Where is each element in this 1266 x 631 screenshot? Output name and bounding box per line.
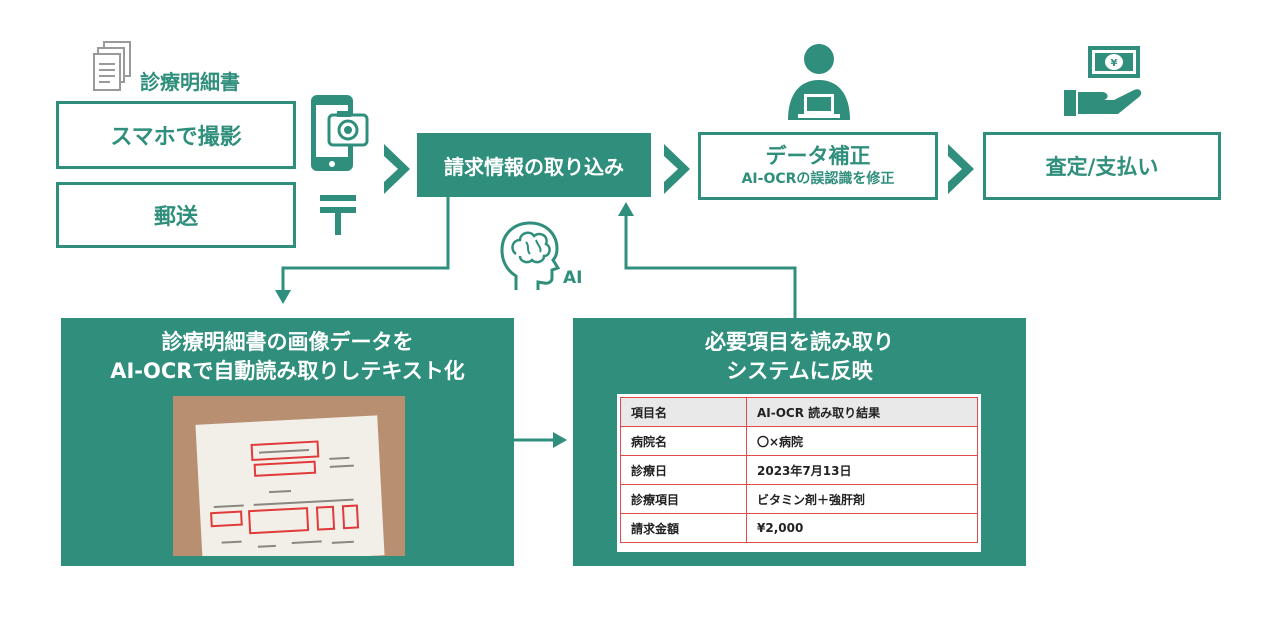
ai-brain-head-icon — [498, 220, 561, 292]
table-cell-key: 診療日 — [620, 455, 747, 485]
table-row: 請求金額 ¥2,000 — [620, 513, 978, 543]
table-cell-key: 病院名 — [620, 426, 747, 456]
ocr-panel: 診療明細書の画像データを AI-OCRで自動読み取りしテキスト化 — [61, 318, 514, 566]
billing-import-box: 請求情報の取り込み — [417, 133, 651, 197]
smartphone-camera-icon — [307, 93, 369, 175]
data-correction-title: データ補正 — [765, 143, 871, 168]
receipt-photo — [173, 396, 405, 556]
table-cell-value: 2023年7月13日 — [746, 455, 978, 485]
receipt-paper — [195, 415, 385, 556]
mail-label: 郵送 — [153, 205, 198, 230]
ai-label: AI — [563, 268, 583, 288]
table-header-result: AI-OCR 読み取り結果 — [746, 397, 978, 427]
money-hand-icon: ¥ — [1062, 44, 1144, 120]
assessment-payment-box: 査定/支払い — [983, 132, 1221, 200]
reflection-panel-line1: 必要項目を読み取り — [705, 330, 894, 354]
table-cell-key: 診療項目 — [620, 484, 747, 514]
table-row: 診療日 2023年7月13日 — [620, 455, 978, 485]
ocr-highlight-hospital — [253, 460, 317, 477]
flow-arrow-1 — [384, 144, 410, 198]
data-correction-box: データ補正 AI-OCRの誤認識を修正 — [698, 132, 938, 200]
flow-arrow-3 — [948, 144, 974, 198]
ocr-highlight-extra — [315, 505, 336, 531]
table-cell-key: 請求金額 — [620, 513, 747, 543]
document-label: 診療明細書 — [140, 70, 240, 94]
flow-arrow-2 — [664, 144, 690, 198]
ocr-panel-line2: AI-OCRで自動読み取りしテキスト化 — [110, 359, 465, 383]
table-row: 診療項目 ビタミン剤＋強肝剤 — [620, 484, 978, 514]
mail-box: 郵送 — [56, 182, 296, 248]
table-header-row: 項目名 AI-OCR 読み取り結果 — [620, 397, 978, 427]
operator-laptop-icon — [784, 42, 854, 122]
ocr-result-table: 項目名 AI-OCR 読み取り結果 病院名 〇×病院 診療日 2023年7月13… — [620, 397, 978, 543]
table-header-item: 項目名 — [620, 397, 747, 427]
data-correction-subtitle: AI-OCRの誤認識を修正 — [741, 170, 895, 187]
reflection-panel: 必要項目を読み取り システムに反映 項目名 AI-OCR 読み取り結果 病院名 … — [573, 318, 1026, 566]
postal-mark-icon — [318, 193, 358, 237]
ocr-highlight-date — [210, 510, 243, 528]
table-row: 病院名 〇×病院 — [620, 426, 978, 456]
table-cell-value: 〇×病院 — [746, 426, 978, 456]
table-cell-value: ¥2,000 — [746, 513, 978, 543]
ocr-result-table-wrap: 項目名 AI-OCR 読み取り結果 病院名 〇×病院 診療日 2023年7月13… — [617, 394, 981, 552]
table-cell-value: ビタミン剤＋強肝剤 — [746, 484, 978, 514]
smartphone-capture-label: スマホで撮影 — [110, 125, 242, 150]
svg-text:¥: ¥ — [1111, 58, 1118, 69]
ocr-panel-line1: 診療明細書の画像データを — [161, 330, 414, 354]
ocr-highlight-items — [248, 507, 310, 535]
document-icon — [92, 40, 134, 94]
smartphone-capture-box: スマホで撮影 — [56, 101, 296, 169]
billing-import-label: 請求情報の取り込み — [444, 154, 624, 179]
ocr-highlight-amount — [341, 504, 360, 530]
reflection-panel-line2: システムに反映 — [726, 359, 873, 383]
assessment-payment-label: 査定/支払い — [1045, 155, 1159, 179]
